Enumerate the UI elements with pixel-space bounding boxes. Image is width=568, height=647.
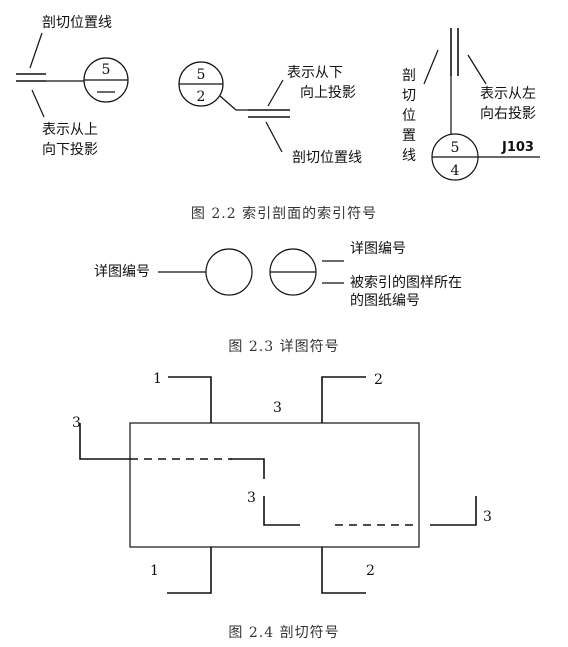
fig22-label-down-left-1: 表示从上 [42,122,98,138]
fig24-section-mark-1-bottom [167,547,212,594]
fig22-leader-right-right [467,54,487,85]
fig22-circle3-bottom-number: 4 [451,163,460,179]
fig22-label-right-proj-2: 向右投影 [480,106,536,122]
fig22-circle2-top-number: 5 [197,67,206,83]
fig22-circle3-top-number: 5 [451,140,460,156]
fig22-vertical-label-5: 线 [402,148,416,164]
fig22-label-down-left-2: 向下投影 [42,142,98,158]
fig23-label-detail-number-left: 详图编号 [94,264,150,280]
fig22-leader-mid-top [267,79,284,107]
fig22-vertical-label-1: 剖 [402,68,416,84]
fig22-circle1-top-number: 5 [102,62,111,78]
fig22-label-right-proj-1: 表示从左 [480,86,536,102]
fig22-vertical-label-4: 置 [402,128,416,144]
fig24-label-2-bottom: 2 [366,563,375,579]
fig22-leader-right-left [423,49,439,85]
fig23-caption: 图 2.3 详图符号 [228,339,339,355]
fig22-leader-top-left [29,32,43,69]
fig22-label-up-mid-1: 表示从下 [287,65,343,81]
fig24-section-mark-3-right [430,496,477,526]
fig22-reference-code: J103 [501,140,534,155]
fig22-vertical-label-3: 位 [402,108,416,124]
fig24-section-step-mid [263,496,300,526]
fig24-caption: 图 2.4 剖切符号 [228,625,339,641]
fig22-leader-bottom-left [31,89,45,118]
fig22-label-cut-position-left: 剖切位置线 [42,15,112,31]
figure-2-2: 剖切位置线 5 表示从上 向下投影 5 2 表示从下 向上投影 剖切位置线 剖 … [16,15,540,222]
fig24-section-mark-2-top [321,376,366,423]
fig24-label-3-mid: 3 [247,490,256,506]
fig23-label-indexed-2: 的图纸编号 [350,293,420,309]
figure-2-3: 详图编号 详图编号 被索引的图样所在 的图纸编号 图 2.3 详图符号 [94,241,462,355]
fig24-label-3-top: 3 [273,400,282,416]
fig22-leader-mid-bottom [265,121,283,153]
figure-2-4: 1 2 3 3 3 3 1 2 图 2.4 剖切符号 [72,371,492,641]
fig23-label-detail-number-right: 详图编号 [350,241,406,257]
fig24-label-1-top: 1 [153,371,162,387]
fig24-section-mark-3-left [79,423,130,460]
fig24-label-3-right: 3 [483,509,492,525]
fig22-vertical-label-2: 切 [402,88,416,104]
fig22-label-cut-position-mid: 剖切位置线 [292,150,362,166]
fig24-label-1-bottom: 1 [150,563,159,579]
fig24-section-mark-2-bottom [321,547,366,594]
fig24-label-3-left: 3 [72,415,81,431]
fig22-connector-mid [219,95,248,111]
fig23-label-indexed-1: 被索引的图样所在 [350,274,462,291]
fig24-plan-rectangle [129,422,420,548]
fig24-label-2-top: 2 [374,372,383,388]
fig24-section-mark-1-top [168,376,212,423]
fig22-caption: 图 2.2 索引剖面的索引符号 [191,205,377,222]
fig22-circle2-bottom-number: 2 [197,89,206,105]
fig22-label-up-mid-2: 向上投影 [300,85,356,101]
fig24-section-step-left [230,458,265,479]
fig23-detail-circle-plain [205,248,253,296]
